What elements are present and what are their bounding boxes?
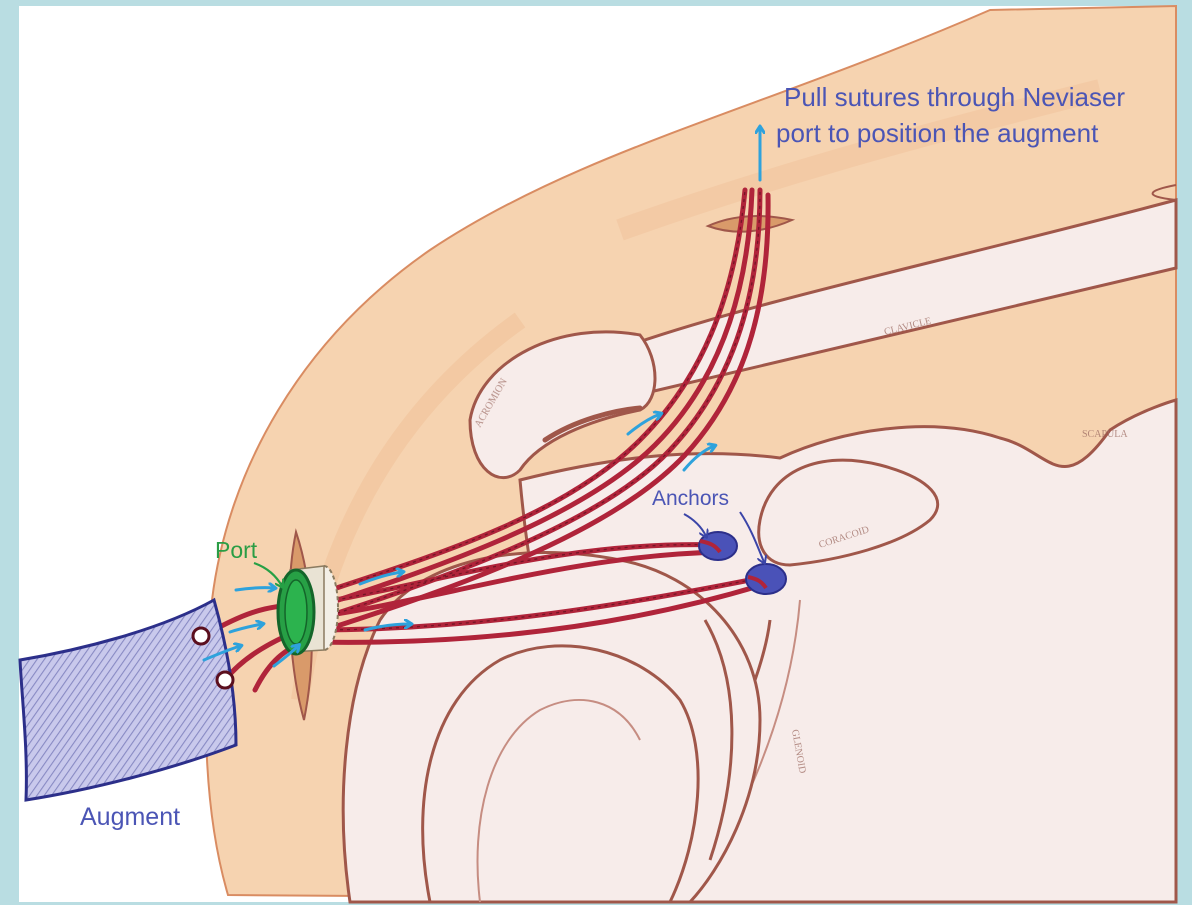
svg-text:SCAPULA: SCAPULA [1082,429,1128,440]
augment-eyelet [217,672,233,688]
port-label: Port [215,537,258,563]
port-cannula [278,566,338,654]
anchors-label: Anchors [652,487,729,510]
instruction-text-line-1: Pull sutures through Neviaser [784,82,1125,112]
augment-label: Augment [80,803,180,831]
instruction-text-line-2: port to position the augment [776,118,1099,148]
augment-eyelet [193,628,209,644]
anchor-1 [699,532,737,560]
